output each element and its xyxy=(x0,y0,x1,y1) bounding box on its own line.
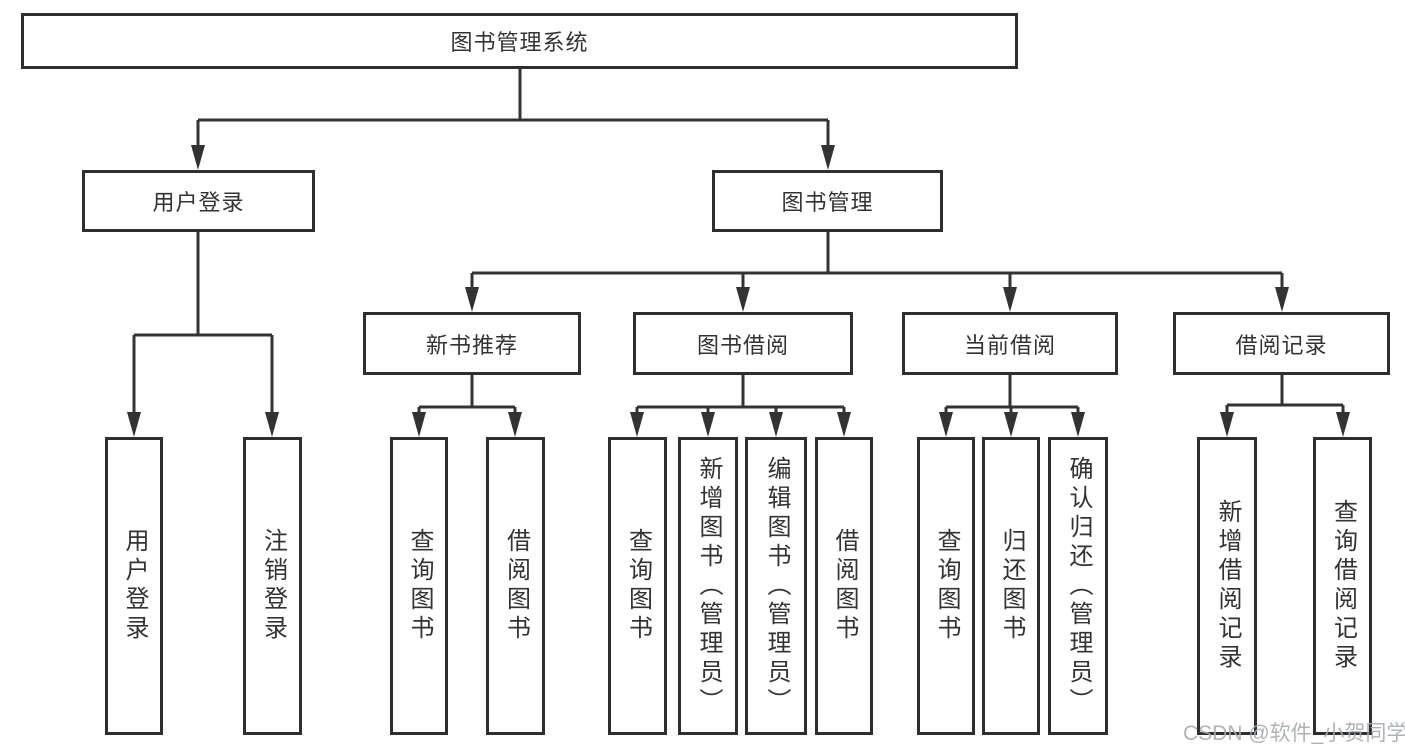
node-add-borrowing-record: 新增借阅记录 xyxy=(1197,437,1257,735)
node-label: 用户登录 xyxy=(121,528,148,644)
node-label: 新书推荐 xyxy=(425,332,518,358)
arrowhead-icon xyxy=(701,412,715,437)
node-label: 当前借阅 xyxy=(963,332,1056,358)
arrowhead-icon xyxy=(1071,412,1085,437)
node-library-management-system: 图书管理系统 xyxy=(21,13,1018,69)
node-label: 查询图书 xyxy=(624,528,652,644)
arrowhead-icon xyxy=(1336,412,1350,437)
node-label: 借阅图书 xyxy=(831,528,858,644)
arrowhead-icon xyxy=(465,287,479,312)
node-label: 图书管理系统 xyxy=(450,30,589,55)
node-label: 注销登录 xyxy=(259,528,287,644)
node-label: 编辑图书（管理员） xyxy=(763,455,790,717)
node-current-borrowing: 当前借阅 xyxy=(902,312,1118,375)
node-query-books-borrowing: 查询图书 xyxy=(608,437,667,735)
arrowhead-icon xyxy=(1275,287,1289,312)
arrowhead-icon xyxy=(769,412,783,437)
node-label: 借阅记录 xyxy=(1235,332,1328,358)
node-label: 借阅图书 xyxy=(502,528,530,644)
arrowhead-icon xyxy=(821,145,835,170)
node-label: 查询图书 xyxy=(406,528,433,644)
node-logout: 注销登录 xyxy=(243,437,302,735)
node-book-borrowing: 图书借阅 xyxy=(633,312,853,375)
arrowhead-icon xyxy=(1003,287,1017,312)
node-query-books-recommend: 查询图书 xyxy=(390,437,448,735)
connector-path xyxy=(132,69,1345,413)
node-label: 用户登录 xyxy=(152,190,245,215)
arrowhead-icon xyxy=(265,412,279,437)
node-label: 归还图书 xyxy=(998,528,1025,644)
node-borrow-books-recommend: 借阅图书 xyxy=(486,437,545,735)
arrowhead-icon xyxy=(191,145,205,170)
arrowhead-icon xyxy=(412,412,426,437)
watermark: CSDN @软件_小贺同学 xyxy=(1183,722,1405,745)
node-label: 图书借阅 xyxy=(696,332,789,358)
node-query-books-current: 查询图书 xyxy=(917,437,975,735)
node-label: 新增借阅记录 xyxy=(1214,499,1241,673)
node-book-management: 图书管理 xyxy=(712,170,943,232)
arrowhead-icon xyxy=(837,412,851,437)
arrowhead-icon xyxy=(736,287,750,312)
node-return-books: 归还图书 xyxy=(982,437,1040,735)
node-label: 新增图书（管理员） xyxy=(695,455,722,717)
node-query-borrowing-record: 查询借阅记录 xyxy=(1313,437,1372,735)
node-confirm-return-admin: 确认归还（管理员） xyxy=(1048,437,1108,735)
arrowhead-icon xyxy=(1220,412,1234,437)
arrowhead-icon xyxy=(630,412,644,437)
node-edit-book-admin: 编辑图书（管理员） xyxy=(745,437,807,735)
node-label: 图书管理 xyxy=(781,190,874,215)
node-borrow-books-borrowing: 借阅图书 xyxy=(815,437,873,735)
node-new-book-recommendation: 新书推荐 xyxy=(363,312,581,375)
node-label: 查询图书 xyxy=(933,528,960,644)
node-label: 确认归还（管理员） xyxy=(1065,455,1092,717)
arrowhead-icon xyxy=(939,412,953,437)
arrowhead-icon xyxy=(127,412,141,437)
node-add-book-admin: 新增图书（管理员） xyxy=(678,437,738,735)
node-borrowing-records: 借阅记录 xyxy=(1173,312,1390,375)
arrowhead-icon xyxy=(508,412,522,437)
node-user-login-action: 用户登录 xyxy=(105,437,163,735)
arrowhead-icon xyxy=(1004,412,1018,437)
node-label: 查询借阅记录 xyxy=(1329,499,1357,673)
node-user-login: 用户登录 xyxy=(82,170,315,232)
